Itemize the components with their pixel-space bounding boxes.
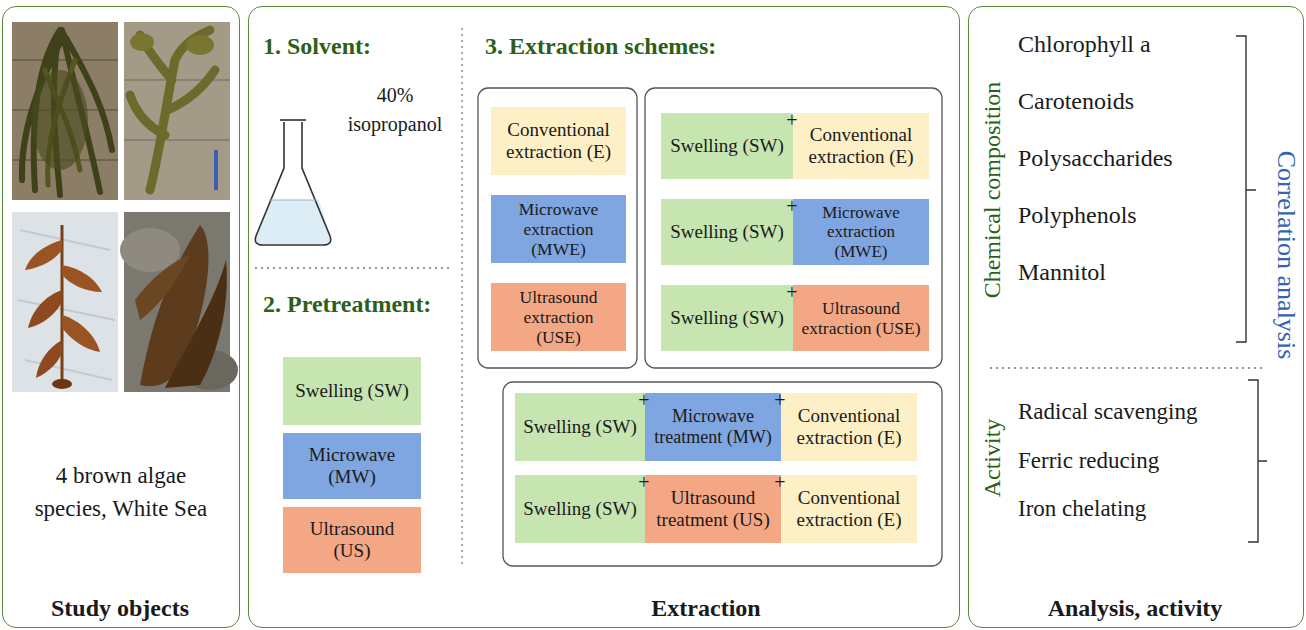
process-box: Swelling (SW) <box>661 113 793 179</box>
plus-sign: + <box>638 470 649 494</box>
box-label: Ultrasound (US) <box>291 518 413 562</box>
process-box: Conventional extraction (E) <box>781 475 917 543</box>
process-box: Swelling (SW) <box>661 285 793 351</box>
list-item: Ferric reducing <box>1018 447 1159 475</box>
list-item: Radical scavenging <box>1018 398 1197 426</box>
list-item: Polysaccharides <box>1018 144 1173 173</box>
plus-sign: + <box>774 470 785 494</box>
panel-heading: Study objects <box>3 591 237 626</box>
box-label: Swelling (SW) <box>295 380 408 402</box>
dotted-separator <box>461 28 462 566</box>
box-label: Swelling (SW) <box>670 221 783 243</box>
box-label: Ultrasound treatment (US) <box>653 487 773 531</box>
process-box: Conventional extraction (E) <box>793 113 929 179</box>
panel-heading: Extraction <box>606 591 806 626</box>
flask-icon <box>255 120 330 245</box>
vertical-heading: Correlation analysis <box>1270 151 1301 360</box>
plus-sign: + <box>786 280 797 304</box>
box-label: Swelling (SW) <box>670 307 783 329</box>
algae-photo <box>124 22 230 200</box>
list-item: Chlorophyll a <box>1018 30 1151 59</box>
panel: 1. Solvent: 40% isopropanol 2. Pretreatmen… <box>248 6 960 628</box>
process-box: Ultrasound extraction (USE) <box>491 283 626 351</box>
bracket <box>1236 36 1256 342</box>
list-item: Iron chelating <box>1018 495 1146 523</box>
box-label: Swelling (SW) <box>670 135 783 157</box>
panel-heading: Analysis, activity <box>969 591 1301 626</box>
group-outline <box>478 88 637 368</box>
group-outline <box>645 88 942 368</box>
box-label: Swelling (SW) <box>523 416 636 438</box>
process-box: Microwave (MW) <box>283 433 421 499</box>
box-label: Conventional extraction (E) <box>499 119 618 163</box>
process-box: Microwave treatment (MW) <box>645 393 781 461</box>
vertical-heading: Activity <box>978 419 1007 498</box>
algae-photo <box>12 212 118 392</box>
process-box: Conventional extraction (E) <box>491 107 626 175</box>
process-box: Swelling (SW) <box>515 475 645 543</box>
box-label: Ultrasound extraction (USE) <box>499 287 618 347</box>
box-label: Microwave treatment (MW) <box>653 406 773 447</box>
panel-heading: 1. Solvent: <box>263 29 463 64</box>
process-box: Swelling (SW) <box>661 199 793 265</box>
process-box: Ultrasound (US) <box>283 507 421 573</box>
panel-text: 40% isopropanol <box>339 81 451 139</box>
box-label: Microwave extraction (MWE) <box>499 199 618 259</box>
dotted-separator <box>255 267 452 268</box>
algae-photo <box>12 22 118 200</box>
box-label: Conventional extraction (E) <box>789 405 909 449</box>
process-box: Swelling (SW) <box>283 357 421 425</box>
plus-sign: + <box>638 388 649 412</box>
panel: 4 brown algae species, White SeaStudy ob… <box>2 6 240 628</box>
list-item: Polyphenols <box>1018 201 1137 230</box>
process-box: Microwave extraction (MWE) <box>793 199 929 265</box>
panel-heading: 3. Extraction schemes: <box>485 29 785 64</box>
process-box: Ultrasound treatment (US) <box>645 475 781 543</box>
panel-text: 4 brown algae species, White Sea <box>23 459 219 526</box>
plus-sign: + <box>774 388 785 412</box>
process-box: Conventional extraction (E) <box>781 393 917 461</box>
group-outline <box>503 382 942 566</box>
box-label: Ultrasound extraction (USE) <box>801 298 921 338</box>
process-box: Microwave extraction (MWE) <box>491 195 626 263</box>
dotted-separator <box>990 367 1262 368</box>
panel-heading: 2. Pretreatment: <box>263 287 463 322</box>
plus-sign: + <box>786 108 797 132</box>
vertical-heading: Chemical composition <box>978 82 1007 299</box>
bracket <box>1248 380 1267 542</box>
box-label: Conventional extraction (E) <box>801 124 921 168</box>
algae-photo <box>120 212 238 392</box>
box-label: Microwave extraction (MWE) <box>801 203 921 262</box>
list-item: Carotenoids <box>1018 87 1134 116</box>
plus-sign: + <box>786 194 797 218</box>
process-box: Ultrasound extraction (USE) <box>793 285 929 351</box>
process-box: Swelling (SW) <box>515 393 645 461</box>
box-label: Microwave (MW) <box>305 444 399 488</box>
box-label: Conventional extraction (E) <box>789 487 909 531</box>
box-label: Swelling (SW) <box>523 498 636 520</box>
list-item: Mannitol <box>1018 258 1106 287</box>
